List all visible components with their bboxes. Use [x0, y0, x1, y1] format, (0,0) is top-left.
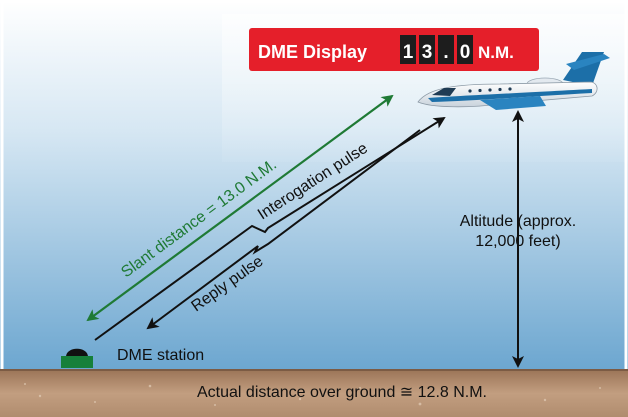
- digit-box: [457, 35, 473, 64]
- ground: [0, 370, 628, 417]
- dme-display: DME Display 1 3 . 0 N.M.: [249, 28, 539, 71]
- altitude-label-line2: 12,000 feet): [475, 233, 560, 250]
- digit-box: [400, 35, 416, 64]
- altitude-label-line1: Altitude (approx.: [460, 213, 577, 230]
- digit-box: [419, 35, 435, 64]
- interrogation-pulse-arrow: [94, 116, 446, 341]
- digit-1: 1: [403, 42, 414, 63]
- digit-box: [438, 35, 454, 64]
- dme-display-unit: N.M.: [478, 43, 514, 62]
- digit-decimal: .: [443, 42, 448, 63]
- dme-station-label: DME station: [117, 347, 204, 364]
- dme-display-label: DME Display: [258, 42, 367, 62]
- digit-0: 0: [460, 42, 471, 63]
- dme-station-icon: [61, 348, 93, 368]
- reply-pulse-arrow: [146, 129, 421, 330]
- slant-distance-arrow: [86, 94, 394, 322]
- digit-3: 3: [422, 42, 433, 63]
- aircraft-icon: [417, 52, 610, 110]
- ground-speckles: [24, 383, 601, 406]
- ground-distance-label: Actual distance over ground ≅ 12.8 N.M.: [197, 384, 487, 401]
